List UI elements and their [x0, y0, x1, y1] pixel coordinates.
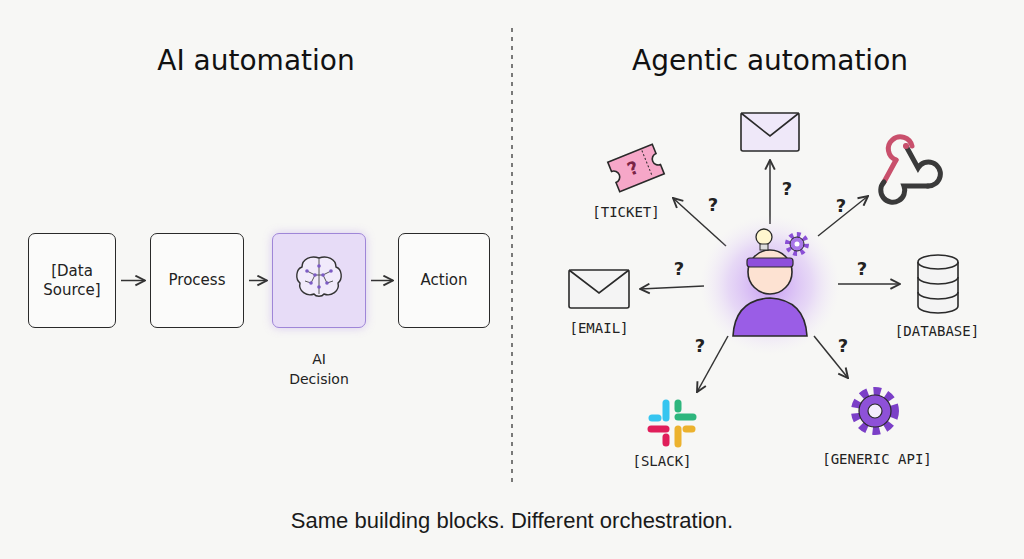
question-mark: ? — [838, 335, 848, 356]
node-text: Process — [169, 271, 226, 290]
slack-icon — [651, 403, 693, 444]
flow-arrow — [371, 280, 393, 282]
icon-label: [GENERIC API] — [822, 451, 932, 467]
envelope-icon — [569, 270, 629, 308]
question-mark: ? — [674, 258, 684, 279]
question-mark: ? — [708, 194, 718, 215]
icon-label: [DATABASE] — [895, 323, 979, 339]
webhook-icon — [881, 137, 941, 202]
divider — [511, 28, 512, 482]
icon-label: [TICKET] — [592, 204, 659, 220]
agent-arrows — [640, 160, 900, 392]
icon-label: [EMAIL] — [569, 320, 628, 336]
flow-arrow — [249, 280, 267, 282]
question-mark: ? — [836, 195, 846, 216]
source-box: [Data Source] — [28, 233, 116, 328]
question-mark: ? — [782, 178, 792, 199]
question-mark: ? — [857, 258, 867, 279]
panel-title: AI automation — [157, 44, 354, 77]
envelope-icon — [741, 113, 799, 151]
flow-arrow — [121, 280, 145, 282]
icon-label: [SLACK] — [632, 453, 691, 469]
gear-icon — [856, 392, 894, 430]
ticket-icon — [608, 144, 664, 192]
question-mark: ? — [695, 335, 705, 356]
node-label: AI Decision — [284, 349, 354, 389]
action-box: Action — [398, 233, 490, 328]
caption: Same building blocks. Different orchestr… — [0, 508, 1024, 534]
node-text: Action — [421, 271, 468, 290]
agent-figure — [700, 215, 840, 355]
node-text: [Data Source] — [29, 262, 115, 300]
brain-icon — [293, 253, 345, 301]
process-box: Process — [150, 233, 244, 328]
panel-title: Agentic automation — [632, 44, 908, 77]
database-icon — [918, 255, 958, 313]
